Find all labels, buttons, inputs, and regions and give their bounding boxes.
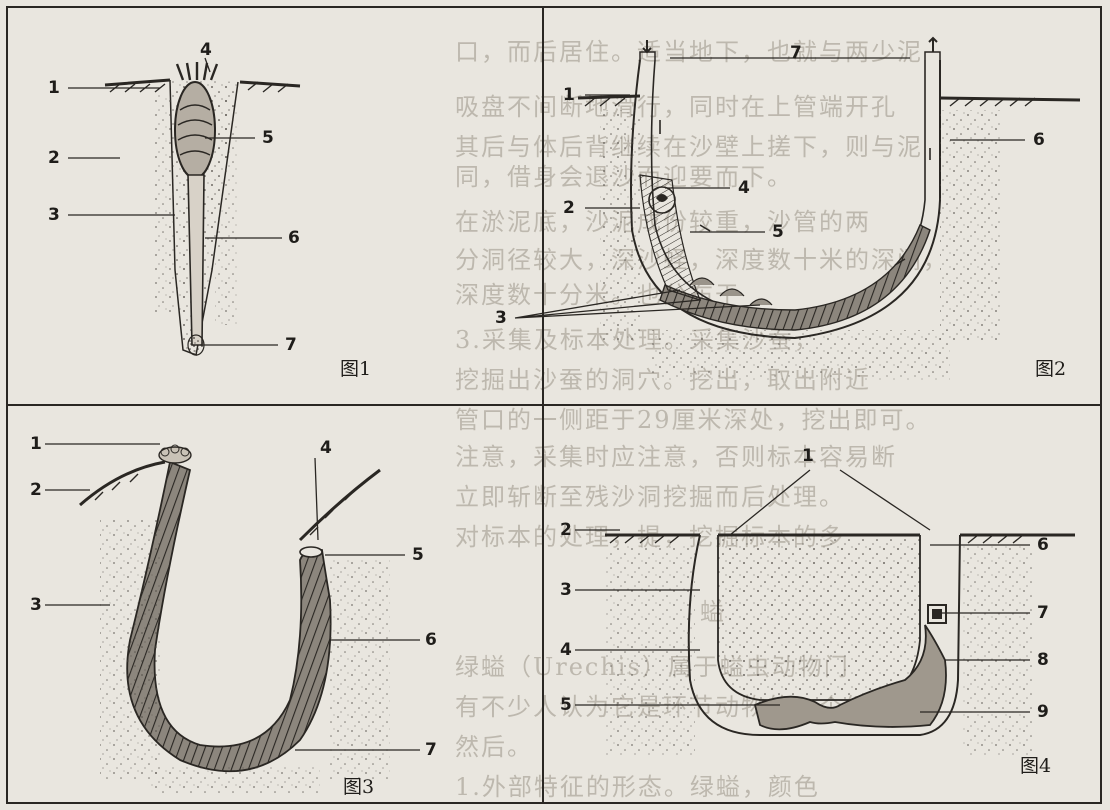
figure-4-label-1: 1 — [802, 448, 814, 465]
figure-4-label-5: 5 — [560, 697, 572, 714]
figure-4-label-9: 9 — [1037, 704, 1049, 721]
figure-3-label-5: 5 — [412, 547, 424, 564]
figure-2-label-2: 2 — [563, 200, 575, 217]
figure-3-label-7: 7 — [425, 742, 437, 759]
figure-3-label-4: 4 — [320, 440, 332, 457]
figure-2-label-3: 3 — [495, 310, 507, 327]
figure-4-label-3: 3 — [560, 582, 572, 599]
figure-4-drawing — [605, 535, 1075, 755]
figure-2-label-7: 7 — [790, 45, 802, 62]
figure-4-label-8: 8 — [1037, 652, 1049, 669]
figure-4-label-4: 4 — [560, 642, 572, 659]
figure-2-caption: 图2 — [1035, 360, 1066, 379]
figure-4-label-7: 7 — [1037, 605, 1049, 622]
figure-1-label-2: 2 — [48, 150, 60, 167]
figure-4-caption: 图4 — [1020, 757, 1051, 776]
figure-2-label-5: 5 — [772, 224, 784, 241]
figure-2-label-1: 1 — [563, 87, 575, 104]
figure-3-label-6: 6 — [425, 632, 437, 649]
figure-1-label-1: 1 — [48, 80, 60, 97]
figure-1-drawing — [105, 62, 300, 355]
figure-3-caption: 图3 — [343, 778, 374, 797]
figure-1-label-6: 6 — [288, 230, 300, 247]
figure-4-label-6: 6 — [1037, 537, 1049, 554]
figure-2-label-4: 4 — [738, 180, 750, 197]
figure-3-drawing — [80, 445, 390, 795]
figure-1-label-4: 4 — [200, 42, 212, 59]
figure-2-drawing — [578, 38, 1080, 380]
figure-1-caption: 图1 — [340, 360, 371, 379]
figure-3-label-1: 1 — [30, 436, 42, 453]
figure-1-label-3: 3 — [48, 207, 60, 224]
figure-4-label-2: 2 — [560, 522, 572, 539]
figure-1-label-7: 7 — [285, 337, 297, 354]
figure-3-label-2: 2 — [30, 482, 42, 499]
figure-2-label-6: 6 — [1033, 132, 1045, 149]
figure-3-label-3: 3 — [30, 597, 42, 614]
figure-1-label-5: 5 — [262, 130, 274, 147]
